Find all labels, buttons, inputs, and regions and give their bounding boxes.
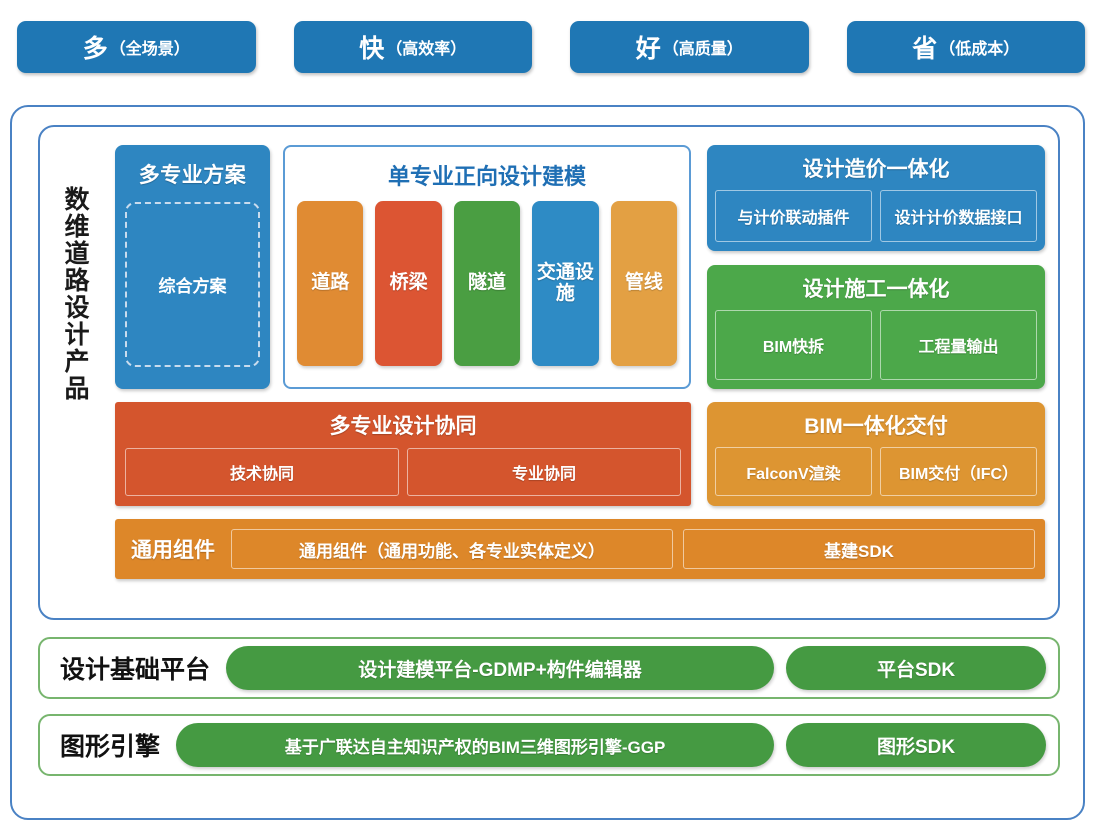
common-components-band[interactable]: 通用组件 通用组件（通用功能、各专业实体定义） 基建SDK [115, 519, 1045, 579]
chip-label: 通用组件（通用功能、各专业实体定义） [299, 541, 605, 561]
construction-item-bim-quick-split[interactable]: BIM快拆 [715, 310, 872, 380]
product-panel: 数维道路设计产品 多专业方案 综合方案 单专业正向设计建模 [38, 125, 1060, 620]
chip-label: BIM交付（IFC） [898, 465, 1019, 483]
graphics-engine-main-pill[interactable]: 基于广联达自主知识产权的BIM三维图形引擎-GGP [176, 723, 774, 767]
discipline-card-list: 道路 桥梁 隧道 交通设施 管线 [297, 201, 678, 366]
slogan-big-label: 多 [82, 35, 108, 63]
chip-label: 专业协同 [511, 466, 576, 483]
discipline-card-pipeline[interactable]: 管线 [610, 201, 678, 366]
slogan-small-label: （全场景） [109, 41, 190, 58]
design-platform-label: 设计基础平台 [60, 656, 211, 684]
cost-integration-panel[interactable]: 设计造价一体化 与计价联动插件 设计计价数据接口 [707, 145, 1045, 251]
slogan-small-label: （高效率） [386, 41, 467, 58]
construction-integration-panel[interactable]: 设计施工一体化 BIM快拆 工程量输出 [707, 265, 1045, 389]
pill-label: 基于广联达自主知识产权的BIM三维图形引擎-GGP [284, 737, 666, 757]
construction-integration-title: 设计施工一体化 [802, 278, 950, 301]
comprehensive-scheme-box[interactable]: 综合方案 [125, 202, 260, 367]
multi-scheme-title: 多专业方案 [138, 164, 247, 187]
discipline-label: 交通设施 [536, 261, 594, 304]
discipline-card-tunnel[interactable]: 隧道 [453, 201, 521, 366]
slogan-button-duo[interactable]: 多 （全场景） [17, 21, 256, 73]
chip-label: BIM快拆 [762, 339, 825, 356]
construction-integration-items: BIM快拆 工程量输出 [715, 310, 1037, 380]
common-components-label: 通用组件 [131, 539, 215, 562]
collaboration-item-discipline[interactable]: 专业协同 [407, 448, 681, 496]
slogan-button-hao[interactable]: 好 （高质量） [570, 21, 809, 73]
discipline-label: 管线 [624, 272, 663, 294]
slogan-small-label: （低成本） [939, 41, 1020, 58]
comprehensive-scheme-label: 综合方案 [158, 277, 227, 296]
product-grid: 多专业方案 综合方案 单专业正向设计建模 道路 桥梁 [115, 145, 1045, 605]
product-row-top: 多专业方案 综合方案 单专业正向设计建模 道路 桥梁 [115, 145, 1045, 389]
bim-delivery-panel[interactable]: BIM一体化交付 FalconV渲染 BIM交付（IFC） [707, 402, 1045, 506]
pill-label: 平台SDK [876, 659, 956, 681]
architecture-outer-container: 数维道路设计产品 多专业方案 综合方案 单专业正向设计建模 [10, 105, 1085, 820]
chip-label: 设计计价数据接口 [894, 210, 1023, 227]
slogan-big-label: 省 [912, 35, 938, 63]
graphics-engine-label: 图形引擎 [60, 733, 161, 761]
cost-integration-items: 与计价联动插件 设计计价数据接口 [715, 190, 1037, 242]
product-vertical-title: 数维道路设计产品 [64, 186, 90, 403]
slogan-big-label: 好 [635, 35, 661, 63]
discipline-label: 桥梁 [389, 272, 428, 294]
chip-label: 与计价联动插件 [737, 210, 850, 227]
discipline-card-bridge[interactable]: 桥梁 [375, 201, 442, 366]
chip-label: 技术协同 [229, 466, 294, 483]
design-platform-band: 设计基础平台 设计建模平台-GDMP+构件编辑器 平台SDK [38, 637, 1060, 699]
construction-item-quantity-output[interactable]: 工程量输出 [880, 310, 1037, 380]
bim-delivery-title: BIM一体化交付 [804, 415, 948, 438]
collaboration-panel[interactable]: 多专业设计协同 技术协同 专业协同 [115, 402, 691, 506]
graphics-engine-sdk-pill[interactable]: 图形SDK [786, 723, 1046, 767]
discipline-label: 隧道 [468, 272, 507, 294]
integration-column: 设计造价一体化 与计价联动插件 设计计价数据接口 [707, 145, 1045, 389]
cost-item-pricing-data-interface[interactable]: 设计计价数据接口 [880, 190, 1037, 242]
delivery-item-falconv-render[interactable]: FalconV渲染 [715, 447, 872, 496]
multi-scheme-card[interactable]: 多专业方案 综合方案 [115, 145, 270, 389]
chip-label: FalconV渲染 [746, 465, 841, 483]
pill-label: 图形SDK [876, 736, 956, 758]
cost-integration-title: 设计造价一体化 [802, 158, 950, 181]
delivery-item-bim-ifc[interactable]: BIM交付（IFC） [880, 447, 1037, 496]
slogan-small-label: （高质量） [662, 41, 743, 58]
design-platform-main-pill[interactable]: 设计建模平台-GDMP+构件编辑器 [226, 646, 774, 690]
slogan-big-label: 快 [359, 35, 385, 63]
cost-item-pricing-plugin[interactable]: 与计价联动插件 [715, 190, 872, 242]
slogan-button-sheng[interactable]: 省 （低成本） [846, 21, 1085, 73]
slogan-row: 多 （全场景） 快 （高效率） 好 （高质量） 省 （低成本） [17, 21, 1085, 73]
discipline-label: 道路 [311, 272, 350, 294]
bim-delivery-items: FalconV渲染 BIM交付（IFC） [715, 447, 1037, 496]
design-platform-sdk-pill[interactable]: 平台SDK [786, 646, 1046, 690]
single-discipline-title: 单专业正向设计建模 [387, 164, 586, 189]
single-discipline-panel: 单专业正向设计建模 道路 桥梁 隧道 [283, 145, 691, 389]
pill-label: 设计建模平台-GDMP+构件编辑器 [358, 659, 642, 681]
collaboration-title: 多专业设计协同 [329, 415, 477, 438]
common-components-item-infra-sdk[interactable]: 基建SDK [683, 529, 1035, 569]
slogan-button-kuai[interactable]: 快 （高效率） [293, 21, 532, 73]
chip-label: 工程量输出 [918, 339, 999, 356]
discipline-card-road[interactable]: 道路 [297, 201, 364, 366]
graphics-engine-band: 图形引擎 基于广联达自主知识产权的BIM三维图形引擎-GGP 图形SDK [38, 714, 1060, 776]
product-row-middle: 多专业设计协同 技术协同 专业协同 BIM一体化交付 [115, 402, 1045, 506]
collaboration-item-technical[interactable]: 技术协同 [125, 448, 399, 496]
common-components-item-general[interactable]: 通用组件（通用功能、各专业实体定义） [231, 529, 673, 569]
discipline-card-traffic-facility[interactable]: 交通设施 [532, 201, 599, 366]
chip-label: 基建SDK [824, 541, 894, 561]
collaboration-items: 技术协同 专业协同 [125, 448, 681, 496]
